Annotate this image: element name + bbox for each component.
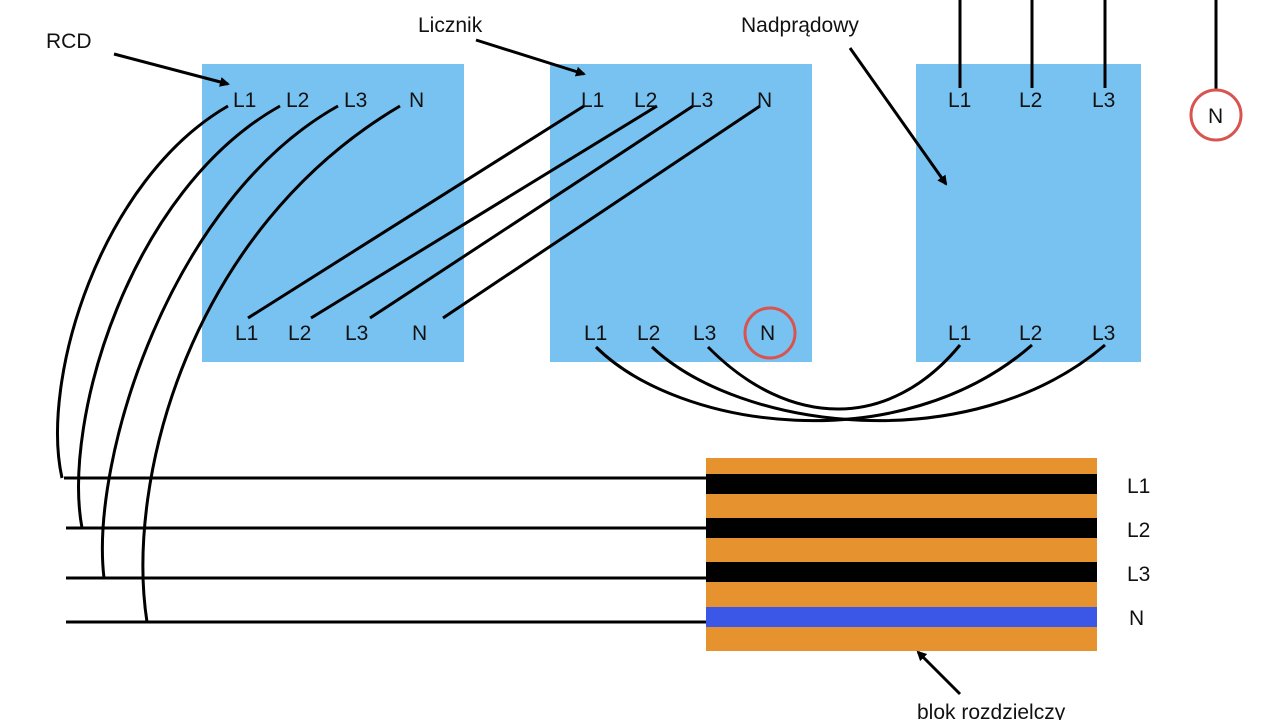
- meter-top-l2: L2: [634, 89, 657, 112]
- breaker-top-l1: L1: [948, 89, 971, 112]
- meter-bottom-l1: L1: [584, 322, 607, 345]
- breaker-top-l3: L3: [1092, 89, 1115, 112]
- meter-top-n: N: [757, 89, 772, 112]
- wire-meter-l2-to-rcd-l2: [310, 104, 658, 320]
- rcd-bottom-n: N: [412, 322, 427, 345]
- rcd-device: [202, 64, 464, 362]
- rcd-top-l1: L1: [233, 89, 256, 112]
- busbar-label-n: N: [1129, 607, 1144, 630]
- supply-neutral-ring: [1189, 88, 1243, 142]
- wire-rcd-l3-to-feed: [100, 104, 339, 579]
- breaker-bottom-l2: L2: [1019, 322, 1042, 345]
- nadpradowy-arrow: [848, 47, 948, 186]
- breaker-device: [916, 64, 1141, 362]
- wire-rcd-n-to-feed: [141, 104, 401, 623]
- nadpradowy-label: Nadprądowy: [741, 14, 859, 37]
- busbar-l3: [706, 562, 1097, 582]
- wire-meter-l2-to-breaker: [650, 343, 1106, 423]
- busbar-label-l1: L1: [1127, 475, 1150, 498]
- busbar-l1: [706, 474, 1097, 494]
- rcd-arrow: [113, 52, 230, 87]
- wire-meter-l3-to-breaker: [706, 344, 962, 411]
- breaker-top-l2: L2: [1019, 89, 1042, 112]
- breaker-bottom-l3: L3: [1092, 322, 1115, 345]
- rcd-bottom-l3: L3: [345, 322, 368, 345]
- meter-neutral-ring: [743, 306, 797, 360]
- busbar-label-l3: L3: [1127, 563, 1150, 586]
- breaker-bottom-l1: L1: [948, 322, 971, 345]
- busbar-label-l2: L2: [1127, 519, 1150, 542]
- busbar-l2: [706, 518, 1097, 538]
- meter-bottom-n: N: [760, 322, 775, 345]
- busbar-n: [706, 607, 1097, 627]
- licznik-arrow: [475, 38, 586, 77]
- rcd-bottom-l1: L1: [235, 322, 258, 345]
- blok-label: blok rozdzielczy: [917, 701, 1066, 720]
- wire-meter-l1-to-breaker: [594, 343, 1033, 423]
- meter-bottom-l2: L2: [637, 322, 660, 345]
- wire-rcd-l1-to-feed: [56, 104, 229, 479]
- blok-arrow: [916, 650, 962, 696]
- meter-top-l3: L3: [690, 89, 713, 112]
- rcd-top-n: N: [409, 89, 424, 112]
- rcd-bottom-l2: L2: [288, 322, 311, 345]
- supply-neutral-label: N: [1208, 105, 1223, 128]
- rcd-label: RCD: [46, 30, 92, 53]
- meter-top-l1: L1: [581, 89, 604, 112]
- wire-meter-l1-to-rcd-l1: [247, 104, 585, 320]
- rcd-top-l2: L2: [286, 89, 309, 112]
- wire-meter-l3-to-rcd-l3: [369, 104, 694, 320]
- rcd-top-l3: L3: [344, 89, 367, 112]
- wire-meter-n-to-rcd-n: [442, 104, 761, 320]
- licznik-label: Licznik: [418, 14, 483, 37]
- meter-bottom-l3: L3: [693, 322, 716, 345]
